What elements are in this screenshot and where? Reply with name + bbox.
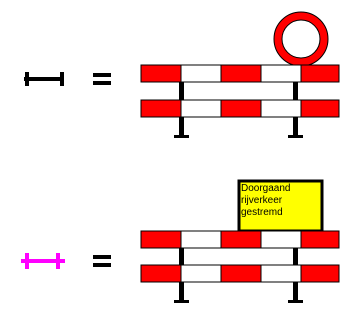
sign-text: Doorgaand rijverkeer gestremd <box>241 183 321 219</box>
prohibition-sign-icon <box>273 11 329 67</box>
road-barrier-graphic <box>140 64 340 138</box>
text-sign-board <box>237 179 324 233</box>
equals-sign <box>93 73 111 85</box>
sign-line-3: gestremd <box>241 207 283 218</box>
magenta-barrier-symbol-icon <box>21 253 65 269</box>
road-barrier-graphic <box>140 230 340 303</box>
sign-line-1: Doorgaand <box>241 183 291 194</box>
black-barrier-symbol-icon <box>24 72 64 86</box>
equals-sign <box>93 255 111 267</box>
sign-line-2: rijverkeer <box>241 195 283 206</box>
